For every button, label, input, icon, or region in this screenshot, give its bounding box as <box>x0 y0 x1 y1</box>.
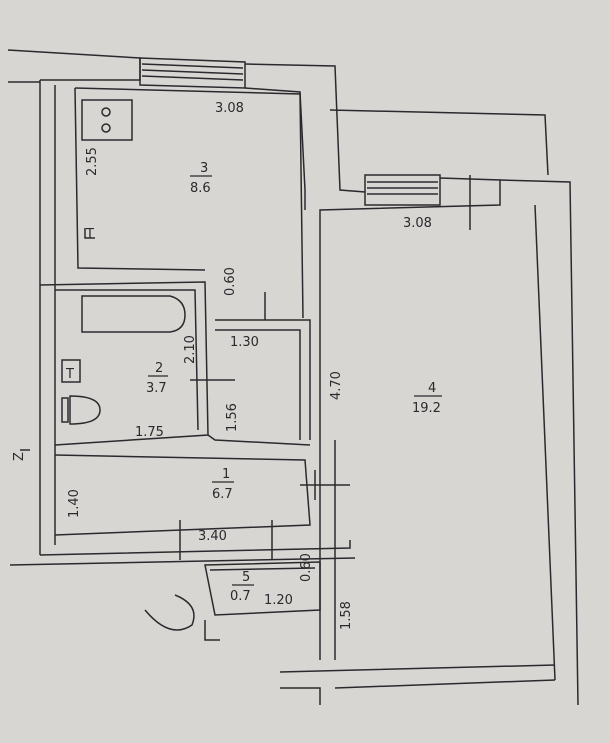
walls <box>7 49 579 706</box>
door-swing <box>144 594 195 631</box>
toilet <box>61 395 101 425</box>
stove <box>81 99 133 141</box>
dim-hall-width: 1.30 <box>230 335 259 350</box>
dim-hall-length: 3.40 <box>198 529 227 544</box>
bathtub <box>81 295 186 333</box>
dim-kitchen-depth: 2.55 <box>85 147 100 176</box>
kitchen-sink-marker: T <box>85 227 94 242</box>
dim-closet-width: 1.20 <box>264 593 293 608</box>
room-2-area: 3.7 <box>146 381 167 396</box>
dim-bath-height: 2.10 <box>183 335 198 364</box>
dim-kitchen-width: 3.08 <box>215 101 244 116</box>
wall-top-left <box>7 49 141 81</box>
dim-closet-depth: 0.60 <box>299 553 314 582</box>
fixture-markers: T T Z <box>12 227 94 461</box>
room4-window <box>364 174 441 206</box>
dim-room4-width: 3.08 <box>403 216 432 231</box>
room-4-area: 19.2 <box>412 401 441 416</box>
room-3-number: 3 <box>200 161 208 176</box>
dim-partition-depth: 0.60 <box>223 267 238 296</box>
room-1-area: 6.7 <box>212 487 233 502</box>
room-labels: 3 8.6 2 3.7 1 6.7 4 19.2 5 0.7 <box>146 161 442 604</box>
room-5-area: 0.7 <box>230 589 251 604</box>
room-3-area: 8.6 <box>190 181 211 196</box>
room-4-number: 4 <box>428 381 436 396</box>
wall-left <box>39 80 56 555</box>
dim-room4-depth: 4.70 <box>329 371 344 400</box>
wall-top-right <box>244 63 366 193</box>
entry-marker: Z <box>12 452 27 461</box>
dimension-labels: 3.08 3.08 2.55 0.60 2.10 1.75 1.30 1.56 … <box>67 101 432 630</box>
dim-bath-width: 1.75 <box>135 425 164 440</box>
room-5-number: 5 <box>242 570 250 585</box>
dim-lower-depth: 1.58 <box>339 601 354 630</box>
dim-hall-depth: 1.40 <box>67 489 82 518</box>
bath-sink <box>61 359 81 383</box>
bath-sink-marker: T <box>65 367 74 382</box>
room-1-number: 1 <box>222 467 230 482</box>
room-2-number: 2 <box>155 361 163 376</box>
dim-bath-side: 1.56 <box>225 403 240 432</box>
